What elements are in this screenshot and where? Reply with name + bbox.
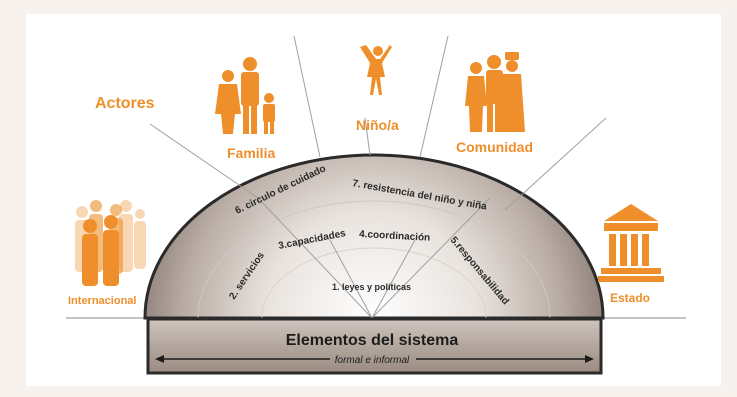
inner-arc-3 (261, 247, 487, 319)
actor-rays (149, 35, 607, 319)
community-icon (465, 52, 525, 132)
international-icon (75, 200, 146, 286)
base-title: Elementos del sistema (286, 332, 459, 349)
element-4-label: 4.coordinación (359, 229, 431, 244)
actor-comunidad-label: Comunidad (456, 139, 533, 155)
actor-estado-label: Estado (610, 291, 650, 305)
actor-internacional-label: Internacional (68, 295, 136, 307)
inner-arc-2 (197, 200, 551, 319)
state-building-icon (598, 204, 664, 282)
element-1-label: 1. leyes y políticas (332, 282, 411, 292)
actor-nino-label: Niño/a (356, 117, 399, 133)
family-icon (215, 57, 275, 134)
actors-heading: Actores (95, 95, 155, 112)
base-arrow (155, 355, 594, 363)
base-subtitle: formal e informal (335, 355, 410, 366)
system-dome (143, 153, 605, 320)
actor-familia-label: Familia (227, 145, 275, 161)
system-base (146, 317, 603, 375)
child-icon (360, 45, 392, 95)
